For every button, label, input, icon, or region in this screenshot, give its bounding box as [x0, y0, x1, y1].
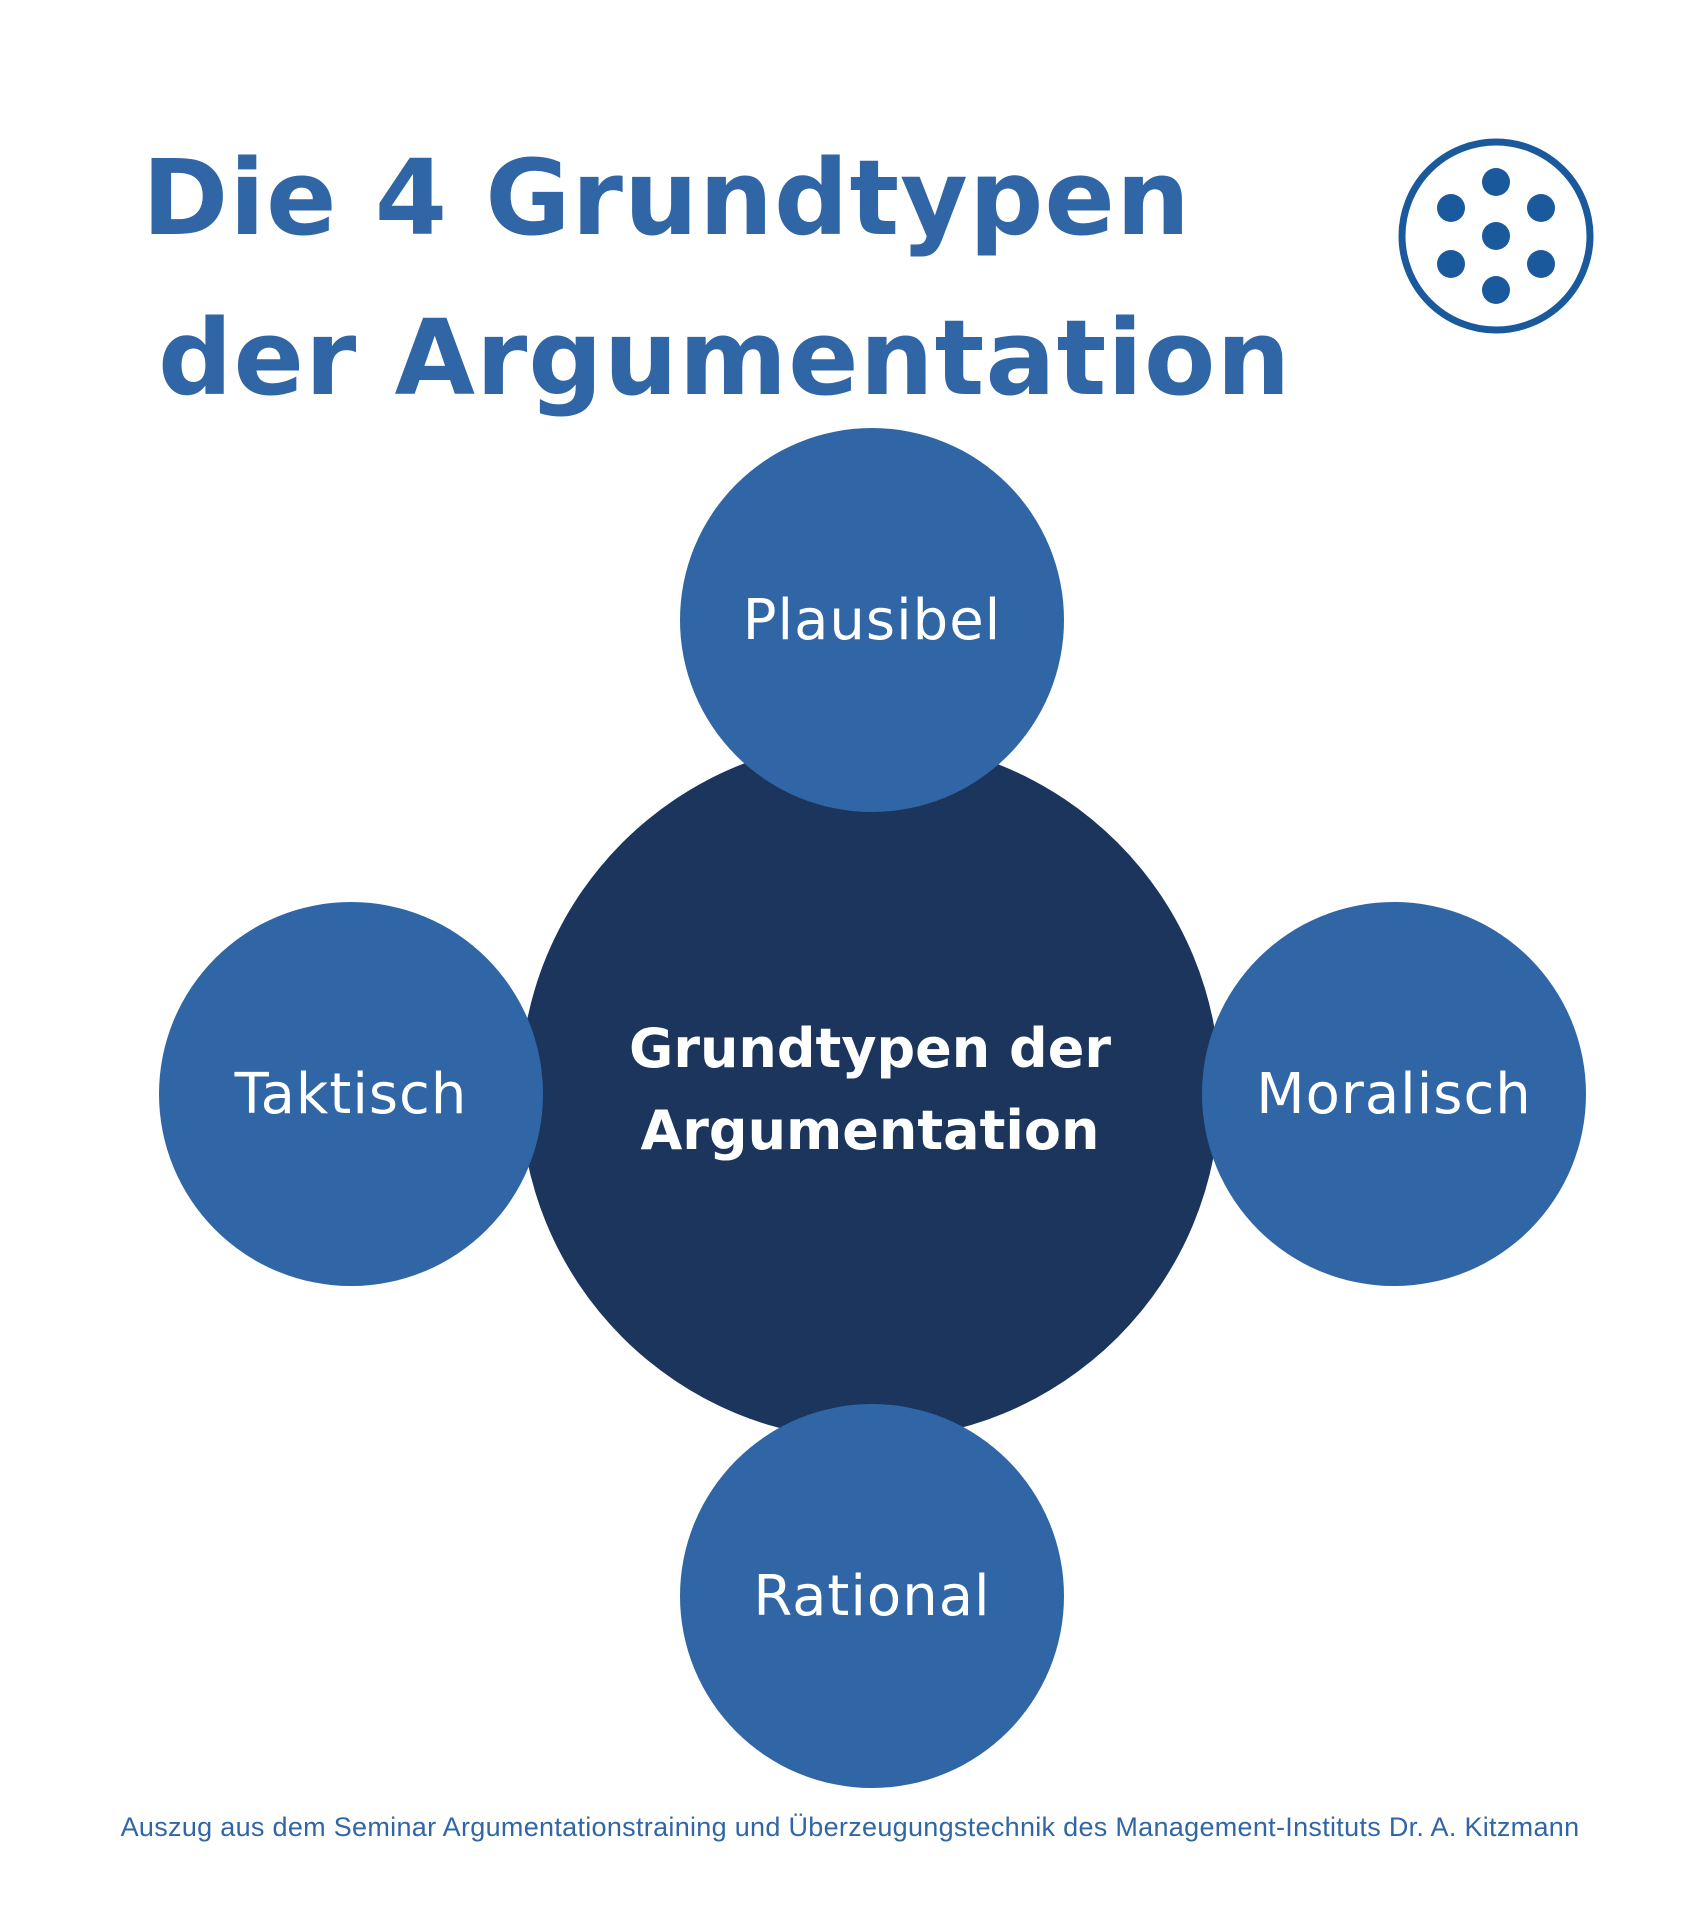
- dots-circle-logo-icon: [1398, 138, 1594, 334]
- logo-dot: [1482, 222, 1510, 250]
- logo-dot: [1527, 250, 1555, 278]
- logo-dot: [1482, 168, 1510, 196]
- logo-dot: [1482, 276, 1510, 304]
- type-label-taktisch: Taktisch: [234, 1061, 468, 1127]
- logo-dot: [1437, 194, 1465, 222]
- type-label-plausibel: Plausibel: [742, 587, 1002, 653]
- center-circle: Grundtypen der Argumentation: [520, 740, 1220, 1440]
- logo-dot: [1437, 250, 1465, 278]
- logo-ring: [1398, 138, 1594, 334]
- center-label: Grundtypen der Argumentation: [629, 1017, 1111, 1162]
- type-circle-moralisch: Moralisch: [1202, 902, 1586, 1286]
- page-title: Die 4 Grundtypen der Argumentation: [142, 118, 1291, 438]
- type-label-moralisch: Moralisch: [1256, 1061, 1532, 1127]
- type-circle-taktisch: Taktisch: [159, 902, 543, 1286]
- type-circle-plausibel: Plausibel: [680, 428, 1064, 812]
- type-label-rational: Rational: [753, 1563, 991, 1629]
- logo-dot: [1527, 194, 1555, 222]
- type-circle-rational: Rational: [680, 1404, 1064, 1788]
- source-footer: Auszug aus dem Seminar Argumentationstra…: [120, 1812, 1580, 1842]
- title-line-1: Die 4 Grundtypen: [142, 137, 1191, 259]
- title-line-2: der Argumentation: [158, 297, 1292, 419]
